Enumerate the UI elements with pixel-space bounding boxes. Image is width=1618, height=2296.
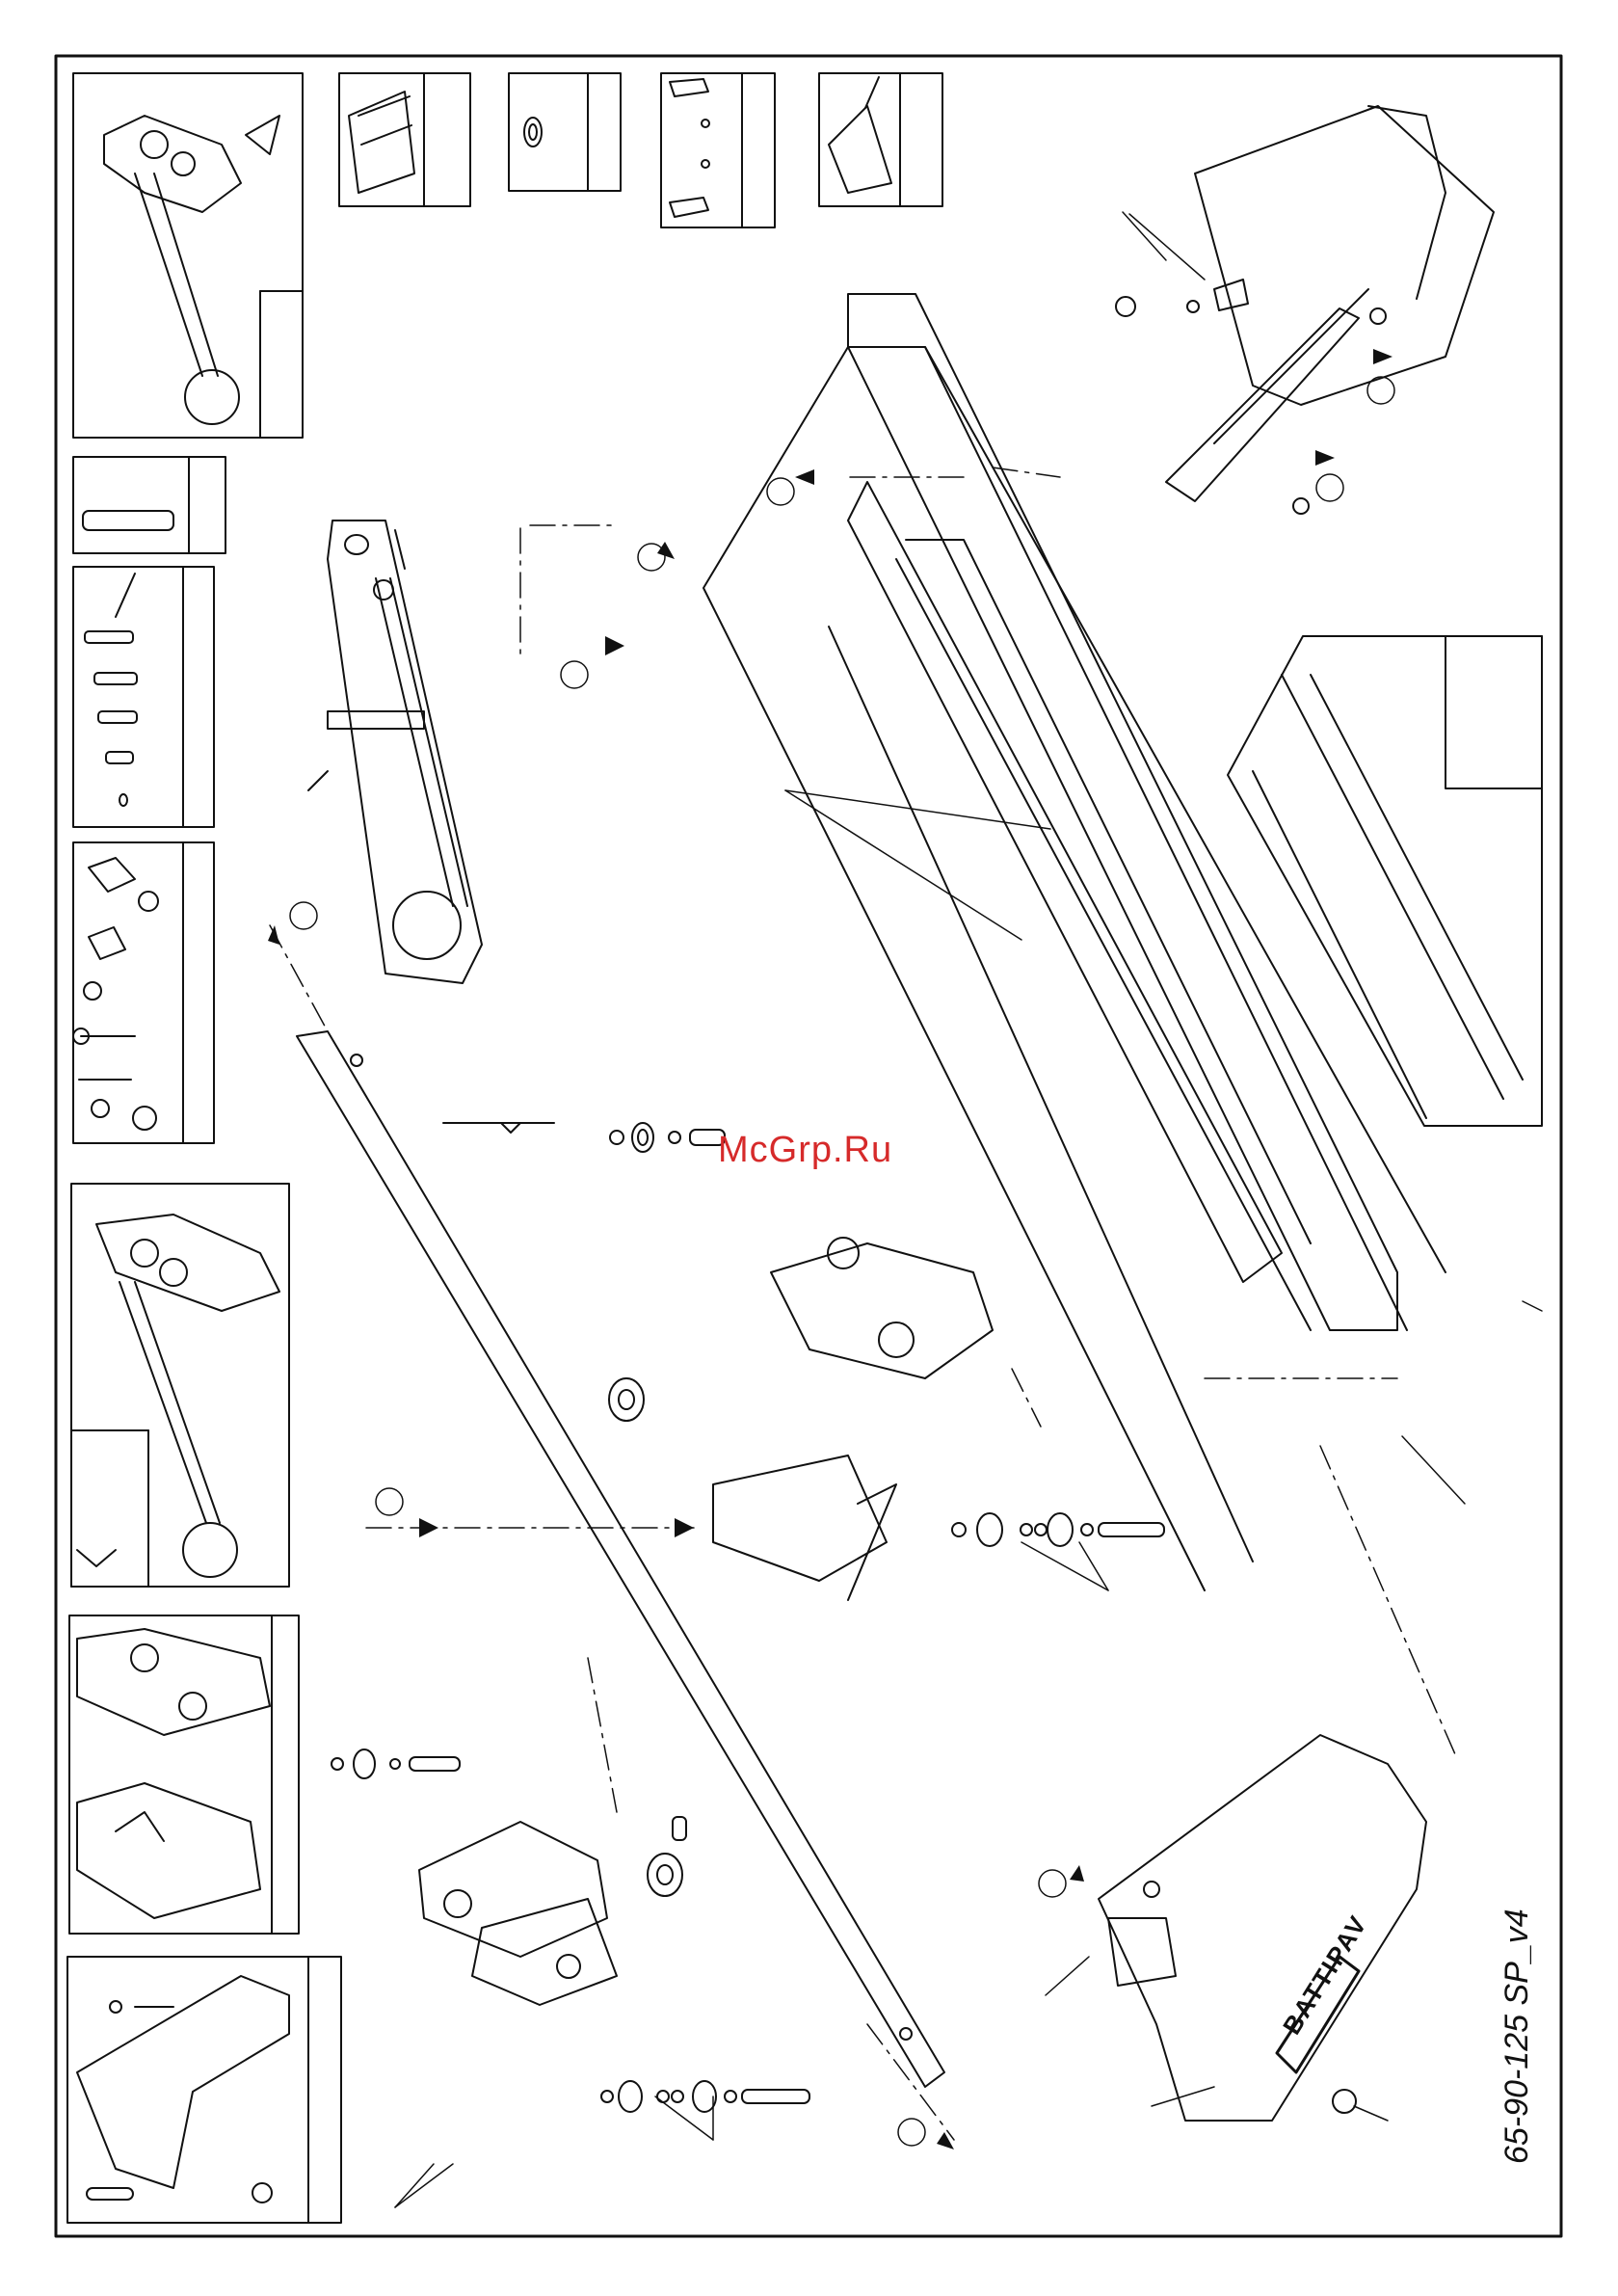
bearing-stack-top — [610, 1123, 725, 1152]
callout-circle — [898, 2119, 925, 2146]
kit-box-manual — [339, 73, 470, 206]
bearing-stack-lower-right — [601, 2081, 809, 2112]
inset-rail-detail — [1228, 636, 1542, 1126]
callout-circle — [767, 478, 794, 505]
kit-box-pins — [73, 567, 214, 827]
kit-box-bearing — [509, 73, 621, 191]
callout-circle — [561, 661, 588, 688]
main-rail — [703, 294, 1446, 1590]
kit-box-carriage-pair — [69, 1615, 299, 1934]
bearing-stack-right — [952, 1513, 1164, 1546]
callout-circle — [290, 902, 317, 929]
lower-carriage — [419, 1822, 617, 2005]
kit-box-tool — [819, 73, 942, 206]
callout-circle — [1367, 377, 1394, 404]
callout-circle — [1316, 474, 1343, 501]
bearing-stack-lower-left — [332, 1749, 460, 1778]
watermark: McGrp.Ru — [718, 1130, 892, 1171]
measuring-stop — [1116, 106, 1494, 514]
bearing-lower-single — [648, 1817, 686, 1896]
leader-lines — [395, 212, 1542, 2207]
callout-circle — [376, 1488, 403, 1515]
kit-box-knob-screws — [73, 842, 214, 1143]
callout-circle — [1039, 1870, 1066, 1897]
alignment-lines — [270, 467, 1455, 2140]
handle-lever — [308, 521, 482, 983]
kit-box-handle-assembly — [73, 73, 303, 438]
kit-box-handle-slider — [71, 1184, 289, 1587]
callout-circle — [638, 544, 665, 571]
cutting-carriage — [713, 1238, 993, 1600]
kit-box-stops — [661, 73, 775, 227]
guide-bar — [297, 1031, 944, 2087]
bearing-single — [609, 1378, 644, 1421]
kit-box-end-support — [67, 1957, 341, 2223]
callout-circles — [290, 377, 1394, 2146]
drawing-code: 65-90-125 SP_v4 — [1499, 1909, 1536, 2164]
end-support-foot — [1099, 1735, 1426, 2121]
kit-box-slider-plate — [73, 457, 225, 553]
